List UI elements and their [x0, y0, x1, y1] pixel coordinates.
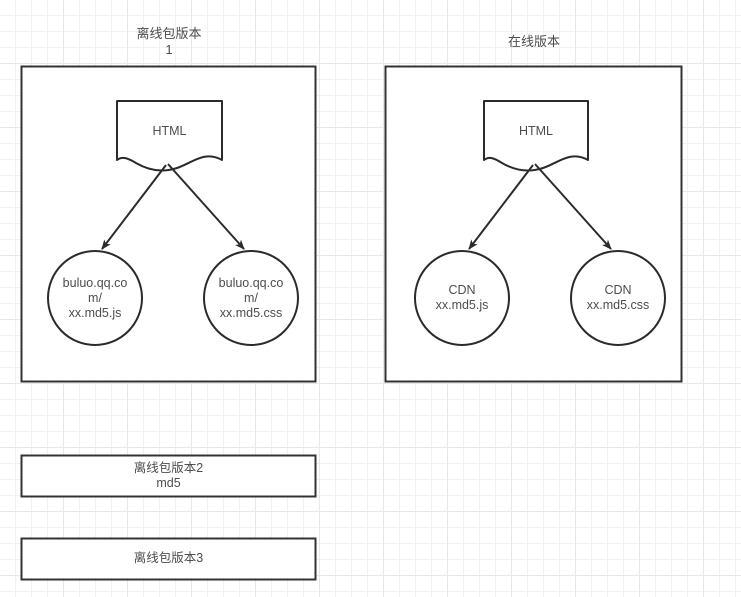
node-cdn-md5-js[interactable] [414, 250, 510, 346]
edge-html-to-cdn-css [534, 163, 612, 250]
document-label-html-right: HTML [518, 124, 554, 138]
group-title-offline-package-v1: 离线包版本 1 [136, 26, 202, 57]
bar-offline-package-v2[interactable] [20, 454, 317, 498]
bar-offline-package-v3[interactable] [20, 537, 317, 581]
edge-html-to-cdn-js [468, 164, 534, 250]
bar-label-offline-package-v2: 离线包版本2 md5 [133, 461, 204, 490]
node-cdn-md5-css[interactable] [570, 250, 666, 346]
node-label-buluo-md5-js: buluo.qq.co m/ xx.md5.js [62, 276, 128, 320]
edge-html-to-buluo-css [167, 163, 245, 250]
document-label-html-left: HTML [152, 124, 187, 138]
edge-html-to-buluo-js [101, 164, 167, 250]
node-label-buluo-md5-css: buluo.qq.co m/ xx.md5.css [218, 276, 284, 320]
document-shape-html-right[interactable] [483, 100, 589, 172]
group-title-online-version: 在线版本 [507, 34, 560, 49]
document-shape-html-left[interactable] [116, 100, 223, 172]
bar-label-offline-package-v3: 离线包版本3 [133, 551, 204, 565]
node-label-cdn-md5-js: CDN xx.md5.js [435, 283, 489, 312]
node-buluo-md5-js[interactable] [47, 250, 143, 346]
node-label-cdn-md5-css: CDN xx.md5.css [586, 283, 650, 312]
group-container-offline-package-v1[interactable] [20, 65, 317, 383]
node-buluo-md5-css[interactable] [203, 250, 299, 346]
group-container-online-version[interactable] [384, 65, 683, 383]
